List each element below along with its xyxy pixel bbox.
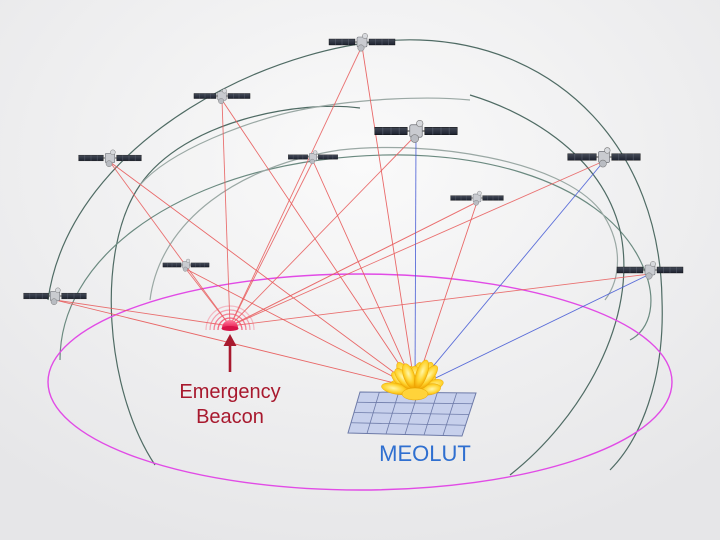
beacon-arrow bbox=[223, 334, 237, 372]
antenna-base bbox=[401, 387, 429, 401]
antenna-grid-lines bbox=[350, 392, 473, 436]
station-link-1 bbox=[361, 45, 416, 389]
beacon-link-extra-2 bbox=[229, 160, 605, 327]
grid-line-h bbox=[350, 422, 466, 426]
beacon-label-line1: Emergency bbox=[179, 381, 280, 403]
beacon-links bbox=[54, 45, 651, 327]
orbit-lines bbox=[47, 39, 663, 476]
orbit-arc-back bbox=[139, 97, 471, 186]
beacon-link-extra-5 bbox=[229, 134, 417, 327]
orbit-arc-right-meridian bbox=[469, 94, 625, 476]
station-link-10 bbox=[414, 273, 651, 389]
station-label: MEOLUT bbox=[379, 441, 471, 466]
satellite-icon bbox=[78, 149, 142, 167]
satellite-icon bbox=[328, 33, 396, 52]
grid-line-h bbox=[356, 401, 473, 405]
beacon-link-4 bbox=[109, 161, 231, 327]
station-link-5 bbox=[312, 160, 416, 389]
horizon-ring bbox=[47, 273, 673, 491]
satellite-icon bbox=[567, 147, 641, 168]
beacon-link-2 bbox=[221, 99, 231, 327]
satellite-icon bbox=[23, 287, 87, 305]
station-link-8 bbox=[185, 268, 416, 389]
station-link-2 bbox=[221, 99, 416, 389]
satellite-icon bbox=[616, 261, 684, 280]
beacon-link-1 bbox=[229, 45, 363, 327]
station-links bbox=[54, 45, 651, 389]
satellite-icon bbox=[162, 258, 210, 272]
satellite-icon bbox=[193, 88, 251, 105]
beacon-link-extra-3 bbox=[229, 201, 478, 327]
orbit-arc-outer bbox=[47, 39, 663, 471]
beacon-link-5 bbox=[229, 160, 314, 327]
beacon-icon bbox=[205, 305, 255, 331]
orbit-arc-left-meridian bbox=[110, 105, 361, 466]
beacon-link-9 bbox=[54, 299, 231, 327]
beacon-link-extra-1 bbox=[229, 273, 651, 327]
station-link-3 bbox=[414, 134, 417, 389]
meolut-antenna-icon bbox=[381, 359, 444, 401]
satellite-icon bbox=[374, 119, 458, 143]
orbit-arc-inner bbox=[149, 146, 618, 301]
station-link-7 bbox=[414, 201, 478, 389]
satellites bbox=[23, 33, 684, 305]
satellite-icon bbox=[288, 150, 338, 165]
beacon-label-line2: Beacon bbox=[196, 406, 264, 428]
beacon-link-extra-4 bbox=[185, 268, 231, 327]
station-link-4 bbox=[109, 161, 416, 389]
grid-line-h bbox=[353, 412, 470, 415]
station-link-6 bbox=[414, 160, 605, 389]
satellite-icon bbox=[450, 190, 504, 206]
